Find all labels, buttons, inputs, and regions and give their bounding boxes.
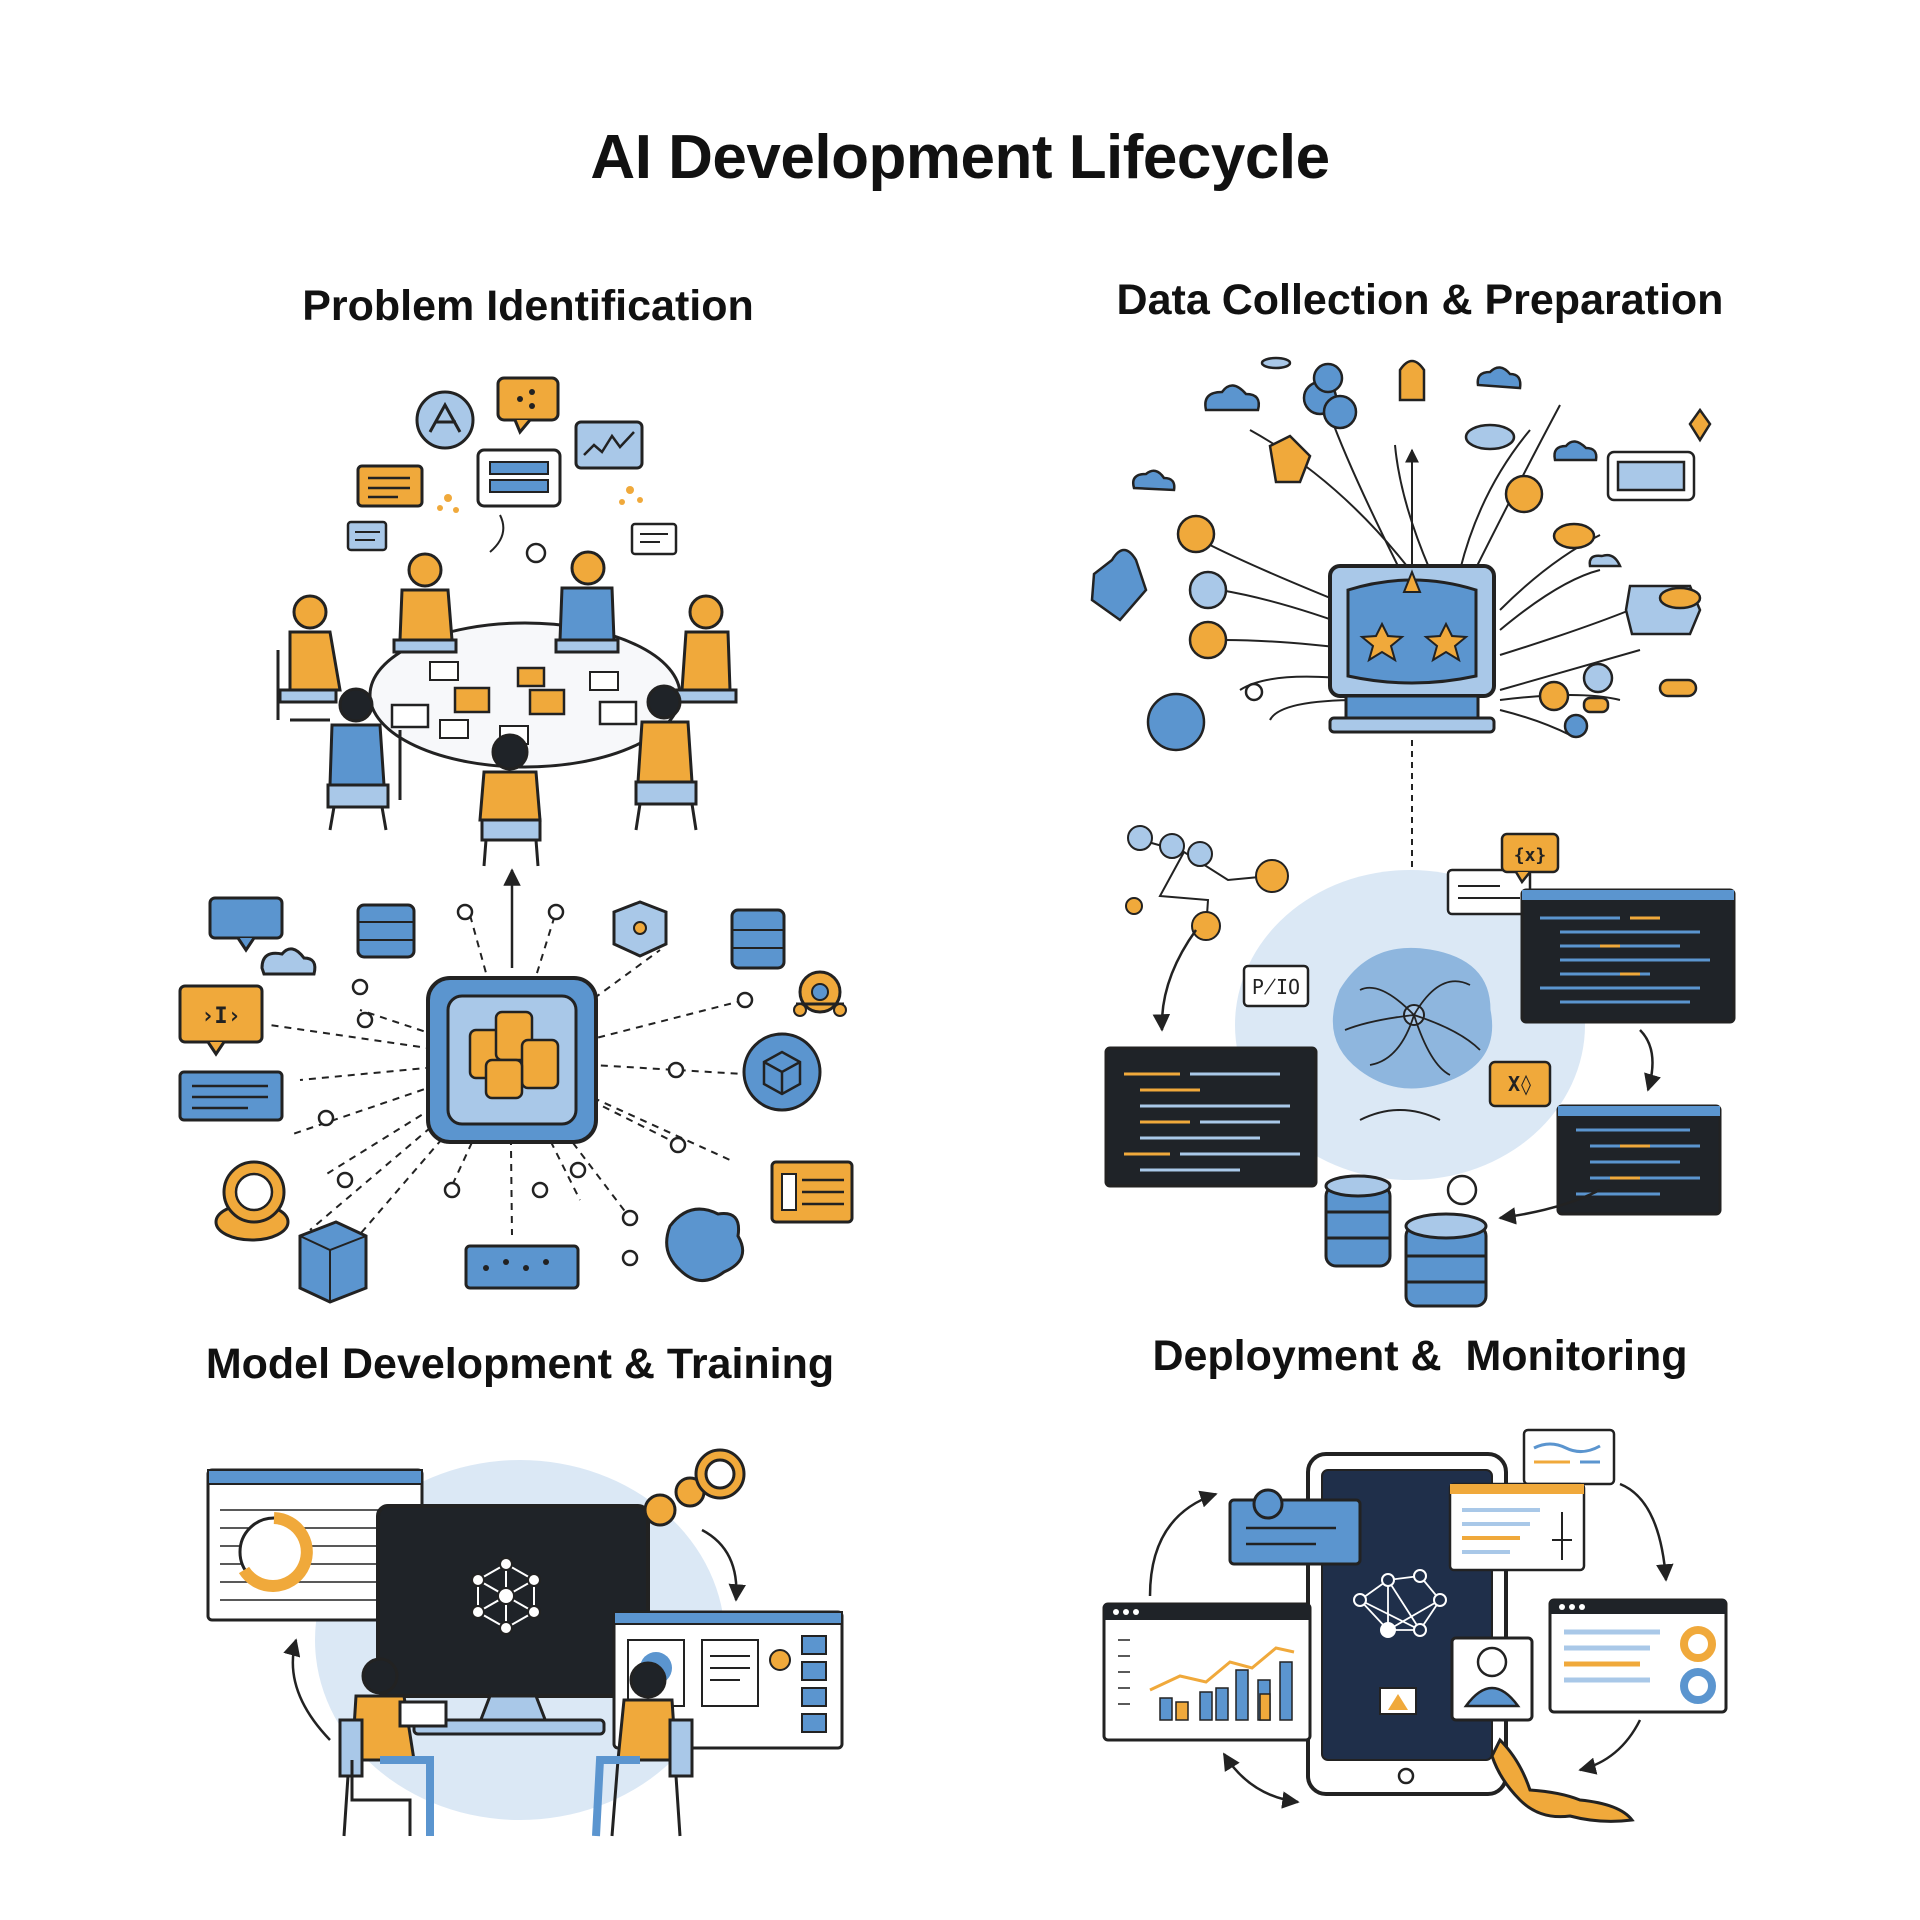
developer-figures	[338, 1657, 694, 1837]
model-training-illustration	[206, 1448, 844, 1837]
report-card	[1448, 1482, 1586, 1572]
screen-bubble-icon	[476, 448, 562, 508]
browser-panel-icon	[770, 1160, 854, 1224]
pio-label-box: P̸IO	[1242, 964, 1310, 1008]
notification-card	[1522, 1428, 1616, 1486]
database-icon-right	[730, 908, 786, 970]
svg-text:X◊: X◊	[1508, 1072, 1532, 1096]
metrics-window	[1548, 1598, 1728, 1714]
deployment-illustration	[1102, 1428, 1728, 1823]
data-collection-illustration: P̸IO {x}	[1090, 356, 1736, 1308]
stage-title-problem-identification: Problem Identification	[302, 282, 754, 330]
svg-text:›I›: ›I›	[201, 1004, 241, 1029]
stage-title-deployment-monitoring: Deployment & Monitoring	[1152, 1332, 1688, 1380]
person-icons	[276, 550, 738, 867]
code-bubble-icon: ›I›	[178, 984, 264, 1057]
person-figure	[1490, 1737, 1635, 1823]
gear-icon	[525, 542, 547, 564]
robot-icon	[793, 970, 847, 1017]
user-message-card	[1228, 1488, 1362, 1566]
compass-icon	[415, 390, 475, 450]
connector-nodes	[643, 1448, 746, 1527]
node-graph-icon	[1125, 825, 1289, 941]
sensor-icon	[1446, 1174, 1478, 1206]
chart-bubble-icon	[574, 420, 644, 470]
cycle-arrows	[1148, 1482, 1674, 1809]
node-dots	[317, 903, 754, 1267]
chart-window	[1102, 1602, 1312, 1742]
code-window-bottom-right	[1556, 1104, 1722, 1216]
database-cylinders	[1324, 1174, 1488, 1308]
code-tag-bubble-icon: X◊	[1488, 1060, 1552, 1108]
database-icon	[356, 903, 416, 959]
central-computer-icon	[1328, 564, 1496, 734]
laptop-icon	[390, 703, 430, 729]
data-source-icons	[1090, 356, 1712, 752]
stage-title-model-development: Model Development & Training	[205, 1340, 835, 1388]
message-bubble-icon	[356, 464, 424, 508]
svg-text:{x}: {x}	[1514, 845, 1547, 866]
globe-device-icon	[214, 1160, 290, 1242]
table-items	[429, 661, 619, 745]
cube-circle-icon	[742, 1032, 822, 1112]
svg-text:P̸IO: P̸IO	[1252, 975, 1300, 999]
diagram-title: AI Development Lifecycle	[590, 123, 1330, 192]
document-icon	[178, 1070, 284, 1122]
cloud-icon	[260, 947, 317, 976]
laptop-icon	[598, 700, 638, 726]
blob-icon	[665, 1207, 745, 1282]
chat-bubble-icon	[496, 376, 560, 435]
neural-tendrils	[1344, 980, 1481, 1076]
keyboard-icon	[464, 1244, 580, 1290]
network-box-icon	[612, 900, 668, 958]
team-meeting-illustration	[276, 376, 738, 867]
chat-icon-top-left	[208, 896, 284, 953]
cube-icon	[298, 1220, 368, 1304]
note-bubble-icon-left	[346, 520, 388, 552]
training-monitor	[376, 1504, 650, 1733]
user-avatar-card	[1450, 1636, 1534, 1722]
code-window-left	[1104, 1046, 1318, 1188]
chat-code-bubble-icon: {x}	[1446, 832, 1560, 916]
data-hub-illustration: ›I›	[178, 896, 854, 1304]
idea-sparkle-icons	[437, 486, 643, 513]
stage-title-data-collection: Data Collection & Preparation	[1116, 276, 1724, 324]
code-window-top-right	[1520, 888, 1736, 1024]
database-stack-icon	[468, 1010, 560, 1100]
note-bubble-icon-right	[630, 522, 678, 556]
